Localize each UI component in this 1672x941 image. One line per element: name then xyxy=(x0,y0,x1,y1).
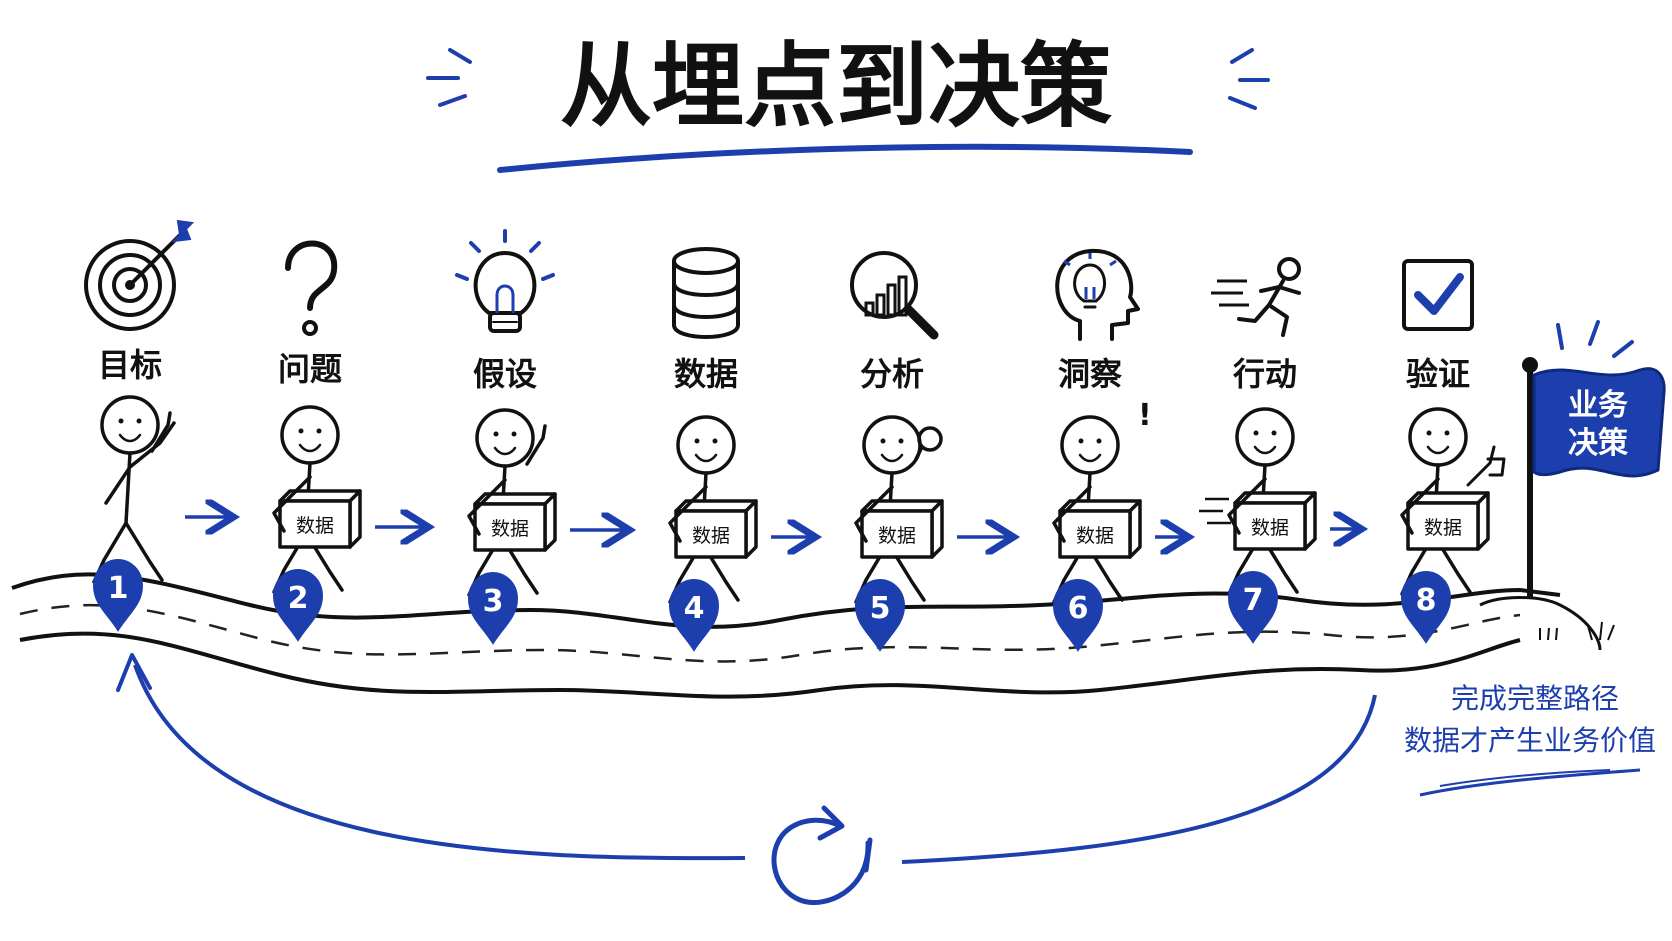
target-icon xyxy=(84,219,195,331)
data-box-label: 数据 xyxy=(491,518,529,540)
step-number: 4 xyxy=(684,591,705,626)
data-box-label: 数据 xyxy=(1251,517,1289,539)
magnifier-chart-icon xyxy=(850,251,939,340)
loop-arc-right xyxy=(901,694,1377,864)
step-1: 目标 1 xyxy=(84,219,230,632)
road-centerline xyxy=(19,603,1521,663)
stick-figure-realize: 数据! xyxy=(1052,398,1152,604)
stick-figure-think: 数据 xyxy=(272,405,362,594)
title-spark-right-icon xyxy=(1228,48,1270,110)
note-underline-2 xyxy=(1439,769,1611,787)
step-label: 假设 xyxy=(473,355,537,393)
step-number: 6 xyxy=(1068,591,1089,626)
step-number-pin: 1 xyxy=(92,558,144,632)
flag-hill xyxy=(1479,596,1602,651)
step-label: 数据 xyxy=(674,355,738,393)
flag-text-line1: 业务 xyxy=(1568,388,1628,423)
question-icon xyxy=(285,240,338,336)
loop-arrowhead-left xyxy=(116,653,152,692)
step-number-pin: 8 xyxy=(1400,570,1452,644)
stick-figure-inspect: 数据 xyxy=(854,415,944,604)
flag-pole-top xyxy=(1522,357,1538,373)
step-label: 洞察 xyxy=(1058,355,1122,393)
cycle-icon xyxy=(771,805,873,906)
step-number: 2 xyxy=(288,581,309,616)
head-lightbulb-icon xyxy=(1055,248,1140,341)
step-number-pin: 4 xyxy=(668,578,720,652)
step-number-pin: 3 xyxy=(467,571,519,645)
title-spark-left-icon xyxy=(426,48,472,107)
data-box-label: 数据 xyxy=(1424,517,1462,539)
step-label: 分析 xyxy=(860,355,924,393)
stick-figure-run: 数据 xyxy=(1199,407,1317,596)
step-number: 3 xyxy=(483,584,504,619)
title-underline xyxy=(497,143,1193,173)
title-group: 从埋点到决策 xyxy=(426,33,1270,173)
grass-icon xyxy=(1539,621,1615,641)
road xyxy=(11,572,1615,699)
step-number: 8 xyxy=(1416,583,1437,618)
database-icon xyxy=(672,247,740,339)
data-box-label: 数据 xyxy=(692,525,730,547)
feedback-loop xyxy=(116,653,1377,906)
lightbulb-icon xyxy=(455,229,555,333)
step-label: 行动 xyxy=(1233,355,1297,393)
running-person-icon xyxy=(1211,257,1301,337)
step-label: 问题 xyxy=(278,350,342,388)
business-decision-flag: 业务 决策 xyxy=(1522,320,1666,598)
step-number: 7 xyxy=(1243,583,1264,618)
step-number-pin: 5 xyxy=(854,578,906,652)
loop-arc-left xyxy=(133,664,746,861)
note-line2: 数据才产生业务价值 xyxy=(1404,724,1656,757)
step-number: 5 xyxy=(870,591,891,626)
step-number-pin: 7 xyxy=(1227,570,1279,644)
note-underline xyxy=(1419,768,1641,797)
data-box-label: 数据 xyxy=(1076,525,1114,547)
step-label: 验证 xyxy=(1406,355,1470,393)
checkbox-icon xyxy=(1402,259,1474,331)
stick-figure-walk: 数据 xyxy=(668,415,758,604)
road-top-edge xyxy=(11,572,1561,629)
value-note: 完成完整路径 数据才产生业务价值 xyxy=(1404,682,1656,797)
data-box-label: 数据 xyxy=(296,515,334,537)
stick-figure-thumbs-up: 数据 xyxy=(1400,407,1506,596)
step-label: 目标 xyxy=(98,346,162,384)
note-line1: 完成完整路径 xyxy=(1451,682,1619,715)
flag-cloth xyxy=(1532,367,1666,478)
flag-spark-icon xyxy=(1556,320,1634,358)
flag-text-line2: 决策 xyxy=(1568,426,1628,461)
page-title: 从埋点到决策 xyxy=(560,33,1112,140)
stick-figure-point: 数据 xyxy=(467,408,557,597)
step-number-pin: 6 xyxy=(1052,578,1104,652)
road-bottom-edge xyxy=(19,631,1521,699)
step-number-pin: 2 xyxy=(272,568,324,642)
exclamation-icon: ! xyxy=(1138,398,1152,433)
step-number: 1 xyxy=(108,571,129,606)
data-box-label: 数据 xyxy=(878,525,916,547)
stick-figure-wave xyxy=(92,395,176,584)
